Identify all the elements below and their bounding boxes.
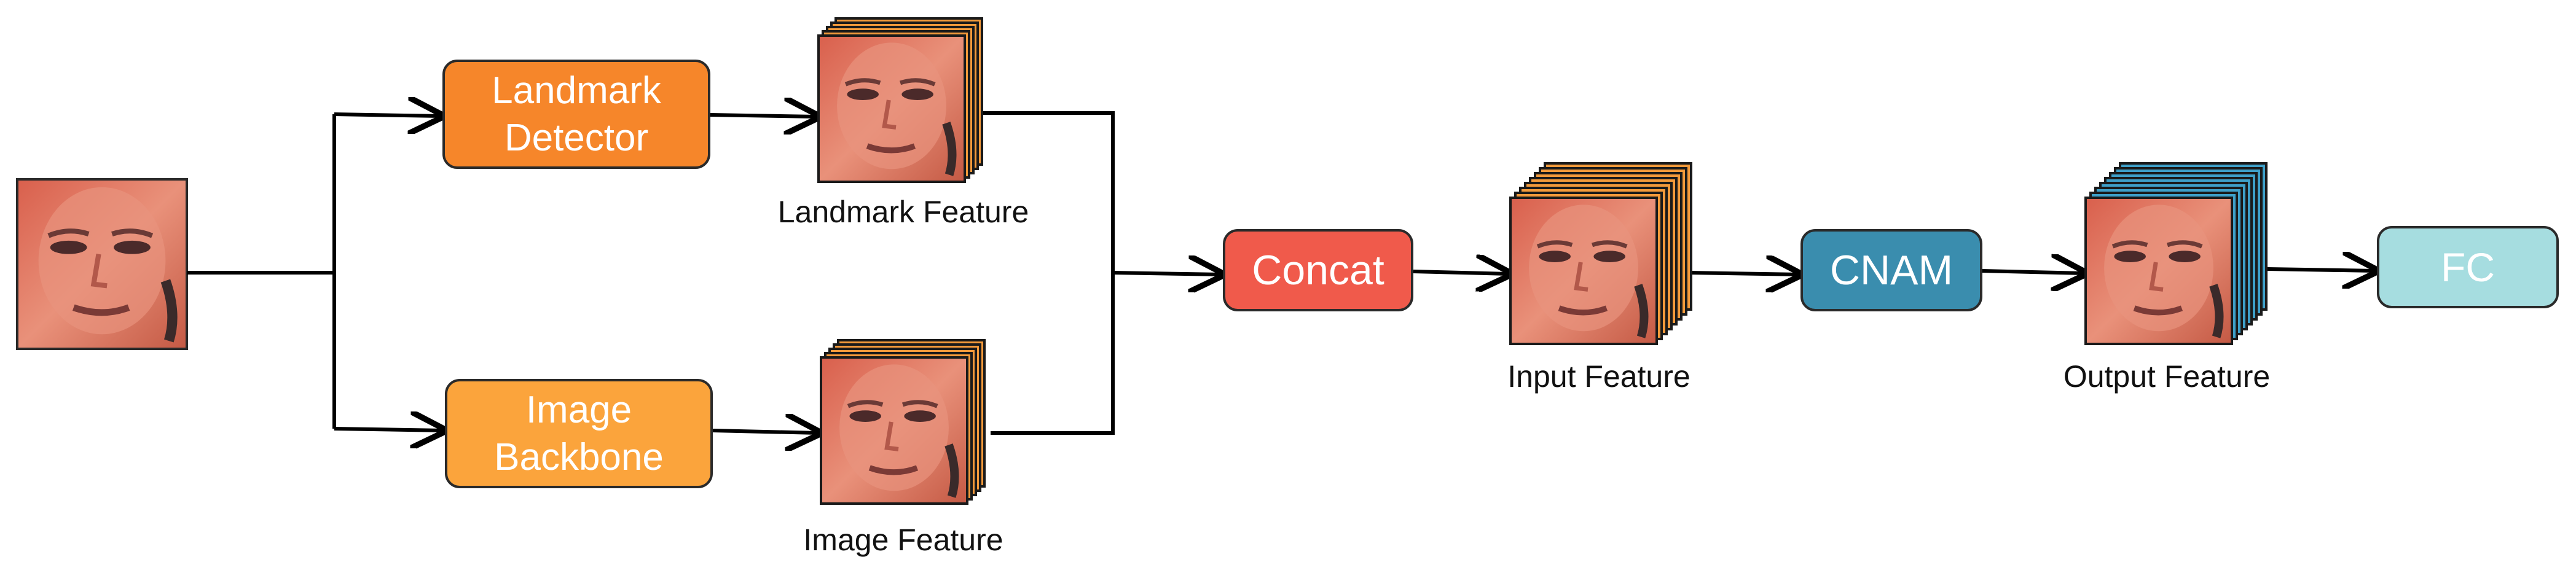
- input-feature-stack-icon: [1510, 162, 1692, 344]
- arrow-to-fc: [2267, 269, 2376, 271]
- concat-block: Concat: [1223, 229, 1413, 311]
- output-feature-stack-icon: [2086, 162, 2268, 344]
- output-feature-label: Output Feature: [2063, 359, 2271, 394]
- face-image-icon: [1512, 199, 1655, 343]
- face-image-icon: [820, 37, 964, 181]
- input-face-image: [17, 179, 187, 349]
- landmark-feature-stack-icon: [819, 17, 983, 182]
- landmark-detector-block: Landmark Detector: [442, 60, 710, 169]
- image-feature-stack-icon: [821, 339, 986, 504]
- face-image-icon: [822, 359, 966, 502]
- landmark-feature-label: Landmark Feature: [777, 195, 1029, 229]
- connector-lines: [187, 113, 2376, 433]
- input-feature-label: Input Feature: [1507, 359, 1690, 394]
- arrow-to-concat: [1112, 273, 1222, 275]
- arrow-to-image-backbone: [334, 429, 444, 431]
- arrow-to-output-feature: [1982, 271, 2084, 273]
- arrow-to-landmark-detector: [334, 114, 441, 116]
- cnam-block: CNAM: [1800, 229, 1982, 311]
- landmark-feature-out-line: [983, 111, 1115, 435]
- image-feature-label: Image Feature: [803, 523, 1003, 557]
- face-image-icon: [2087, 199, 2231, 343]
- arrow-to-input-feature: [1413, 271, 1509, 274]
- image-backbone-block: Image Backbone: [445, 379, 713, 488]
- arrow-to-cnam: [1688, 273, 1799, 275]
- arrow-to-landmark-feature: [710, 115, 817, 117]
- arrow-to-image-feature: [712, 431, 819, 433]
- fc-block: FC: [2377, 226, 2559, 308]
